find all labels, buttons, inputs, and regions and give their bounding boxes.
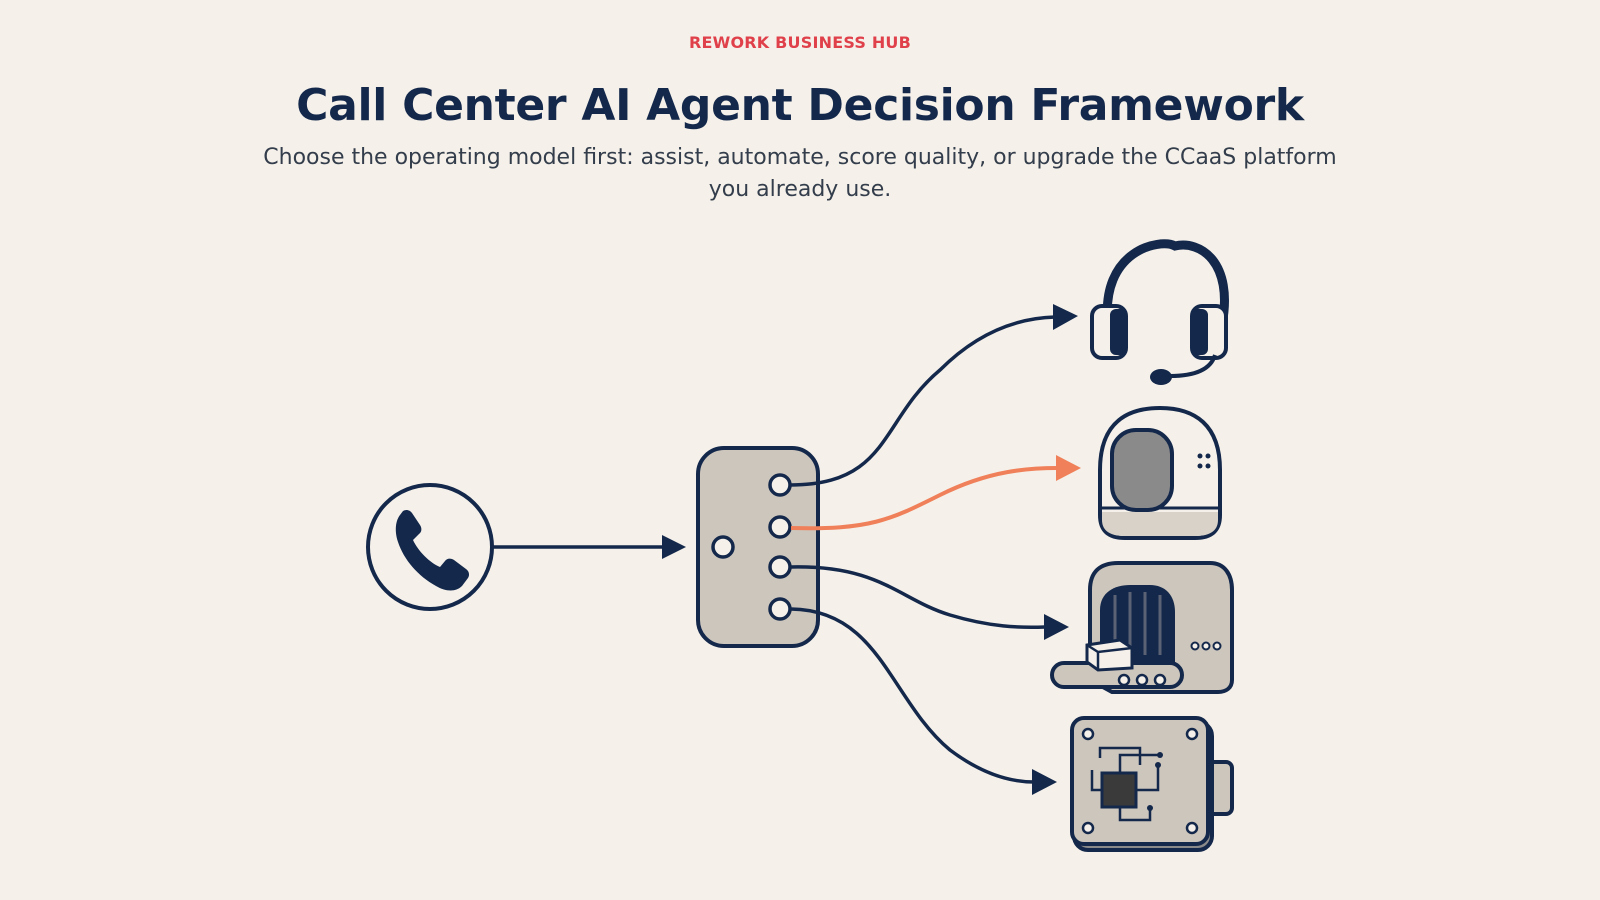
output-connector-1 (789, 304, 1078, 487)
conveyor-machine-icon (1050, 561, 1234, 694)
input-connector (492, 535, 686, 559)
output-connector-3 (790, 565, 1069, 640)
router-switch-icon (696, 446, 820, 648)
phone-icon (366, 483, 494, 611)
circuit-board-icon (1070, 716, 1234, 852)
output-connector-4 (790, 607, 1057, 795)
page-title: Call Center AI Agent Decision Framework (296, 80, 1304, 131)
page-subtitle: Choose the operating model first: assist… (263, 145, 1337, 202)
output-connector-2-highlighted (790, 455, 1081, 531)
brand-label: REWORK BUSINESS HUB (688, 33, 912, 52)
headset-icon (1090, 239, 1229, 385)
robot-head-icon (1098, 405, 1222, 540)
